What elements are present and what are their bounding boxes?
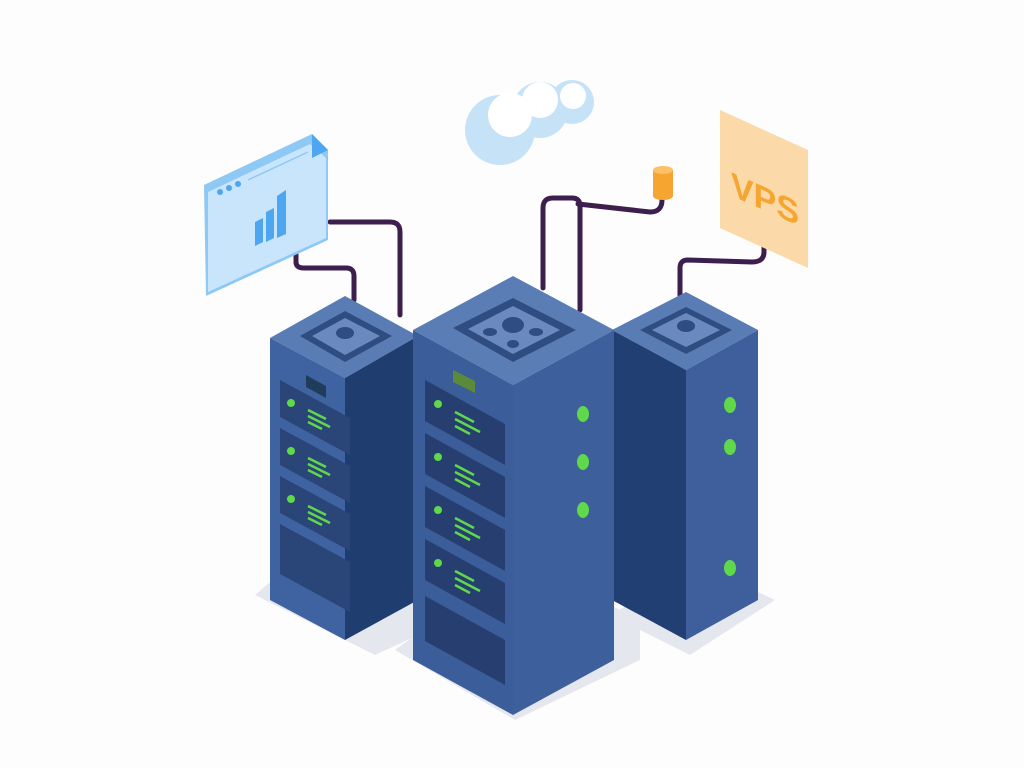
status-led xyxy=(287,399,331,527)
drive-bay xyxy=(425,380,505,685)
status-led xyxy=(434,400,589,595)
server-right xyxy=(612,292,758,640)
status-led xyxy=(724,397,736,576)
server-left xyxy=(270,296,418,640)
drive-bay xyxy=(280,380,350,612)
bar-chart-icon xyxy=(255,190,286,246)
vps-sign: VPS xyxy=(720,110,808,268)
database-icon xyxy=(653,166,673,200)
cloud-icon xyxy=(465,80,594,165)
browser-window-icon xyxy=(204,134,328,296)
server-center xyxy=(413,276,614,715)
network-cables xyxy=(293,187,767,318)
